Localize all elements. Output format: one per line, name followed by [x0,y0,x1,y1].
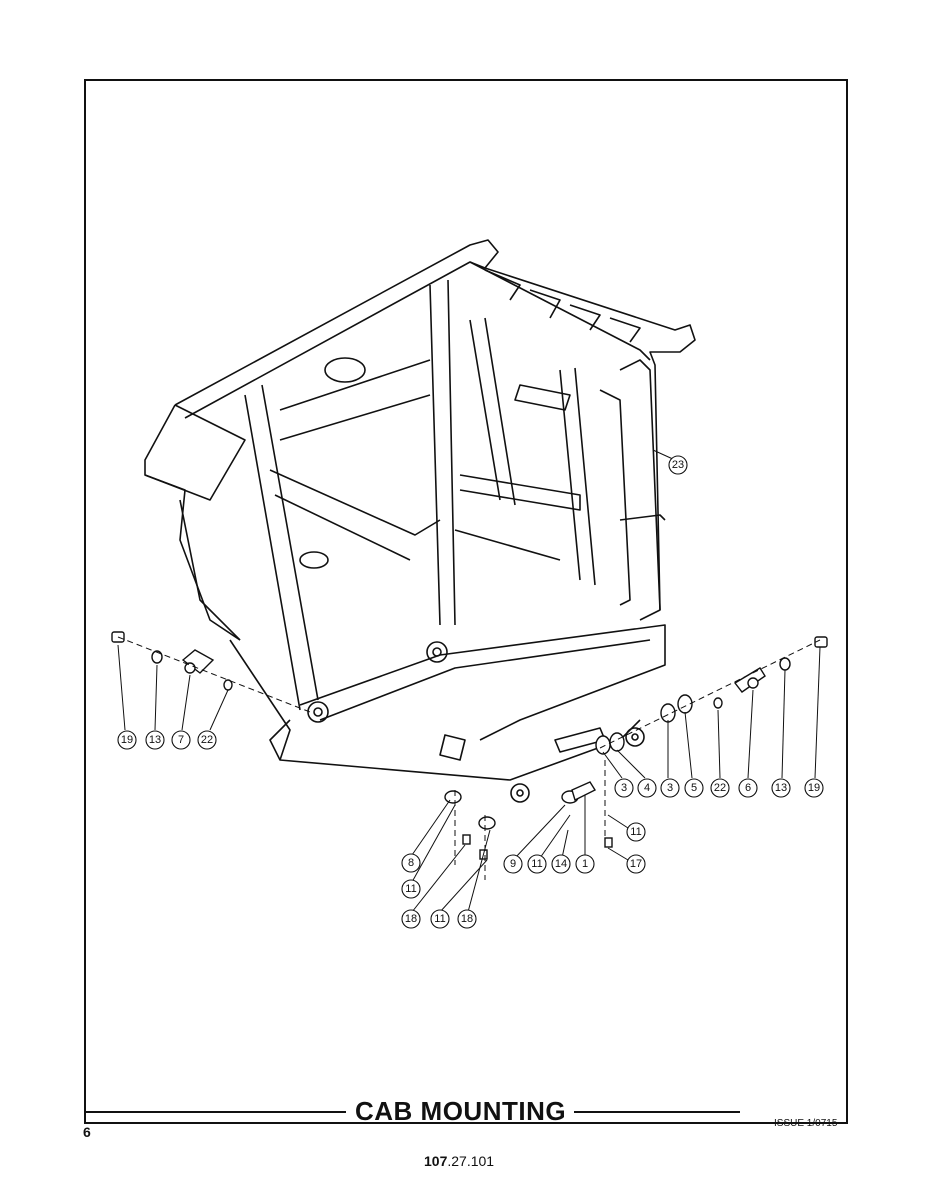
svg-text:19: 19 [121,734,133,746]
callout-right-13: 13 [771,778,791,798]
page-title: CAB MOUNTING [355,1096,567,1126]
callout-right-6: 6 [738,778,758,798]
svg-text:13: 13 [775,782,787,794]
callout-23: 23 [668,455,688,475]
callout-left-7: 7 [171,730,191,750]
svg-text:11: 11 [531,858,542,870]
document-number-bold: 107 [424,1153,448,1169]
callout-11-c: 11 [527,854,547,874]
svg-text:11: 11 [434,913,445,925]
svg-text:14: 14 [555,858,567,870]
title-rule-right [574,1111,740,1113]
svg-text:19: 19 [808,782,820,794]
cab-frame-drawing [144,239,696,803]
svg-text:13: 13 [149,734,161,746]
callout-8: 8 [401,853,421,873]
alignment-lines [117,636,821,880]
callout-17: 17 [626,854,646,874]
svg-text:18: 18 [461,913,473,925]
svg-text:1: 1 [582,858,588,870]
page-number: 6 [83,1124,91,1140]
callout-18-a: 18 [401,909,421,929]
callout-right-3b: 3 [660,778,680,798]
callout-11-b: 11 [430,909,450,929]
callout-left-22: 22 [197,730,217,750]
callouts: 23 19 13 7 22 3 4 3 5 22 6 13 19 11 17 8… [117,455,824,929]
callout-right-5: 5 [684,778,704,798]
callout-left-19: 19 [117,730,137,750]
callout-9: 9 [503,854,523,874]
svg-text:18: 18 [405,913,417,925]
issue-label: ISSUE 1/0715 [774,1118,838,1129]
svg-text:22: 22 [201,734,213,746]
callout-right-19: 19 [804,778,824,798]
title-rule-left [84,1111,346,1113]
callout-1: 1 [575,854,595,874]
callout-11-a: 11 [401,879,421,899]
callout-14: 14 [551,854,571,874]
svg-text:8: 8 [408,857,414,869]
svg-text:9: 9 [510,858,516,870]
hardware-parts [111,631,828,860]
svg-text:6: 6 [745,782,751,794]
callout-18-b: 18 [457,909,477,929]
svg-text:5: 5 [691,782,697,794]
svg-text:4: 4 [644,782,650,794]
drawing-frame [84,79,848,1124]
svg-text:7: 7 [178,734,184,746]
svg-text:3: 3 [667,782,673,794]
callout-right-3a: 3 [614,778,634,798]
document-number: 107.27.101 [424,1153,494,1169]
svg-text:17: 17 [630,858,642,870]
svg-text:3: 3 [621,782,627,794]
svg-text:11: 11 [630,826,641,838]
leader-lines [117,449,821,913]
callout-right-4: 4 [637,778,657,798]
callout-11-right: 11 [626,822,646,842]
svg-text:23: 23 [672,459,684,471]
callout-left-13: 13 [145,730,165,750]
svg-text:22: 22 [714,782,726,794]
document-number-rest: .27.101 [447,1153,495,1169]
callout-right-22: 22 [710,778,730,798]
svg-text:11: 11 [405,883,416,895]
